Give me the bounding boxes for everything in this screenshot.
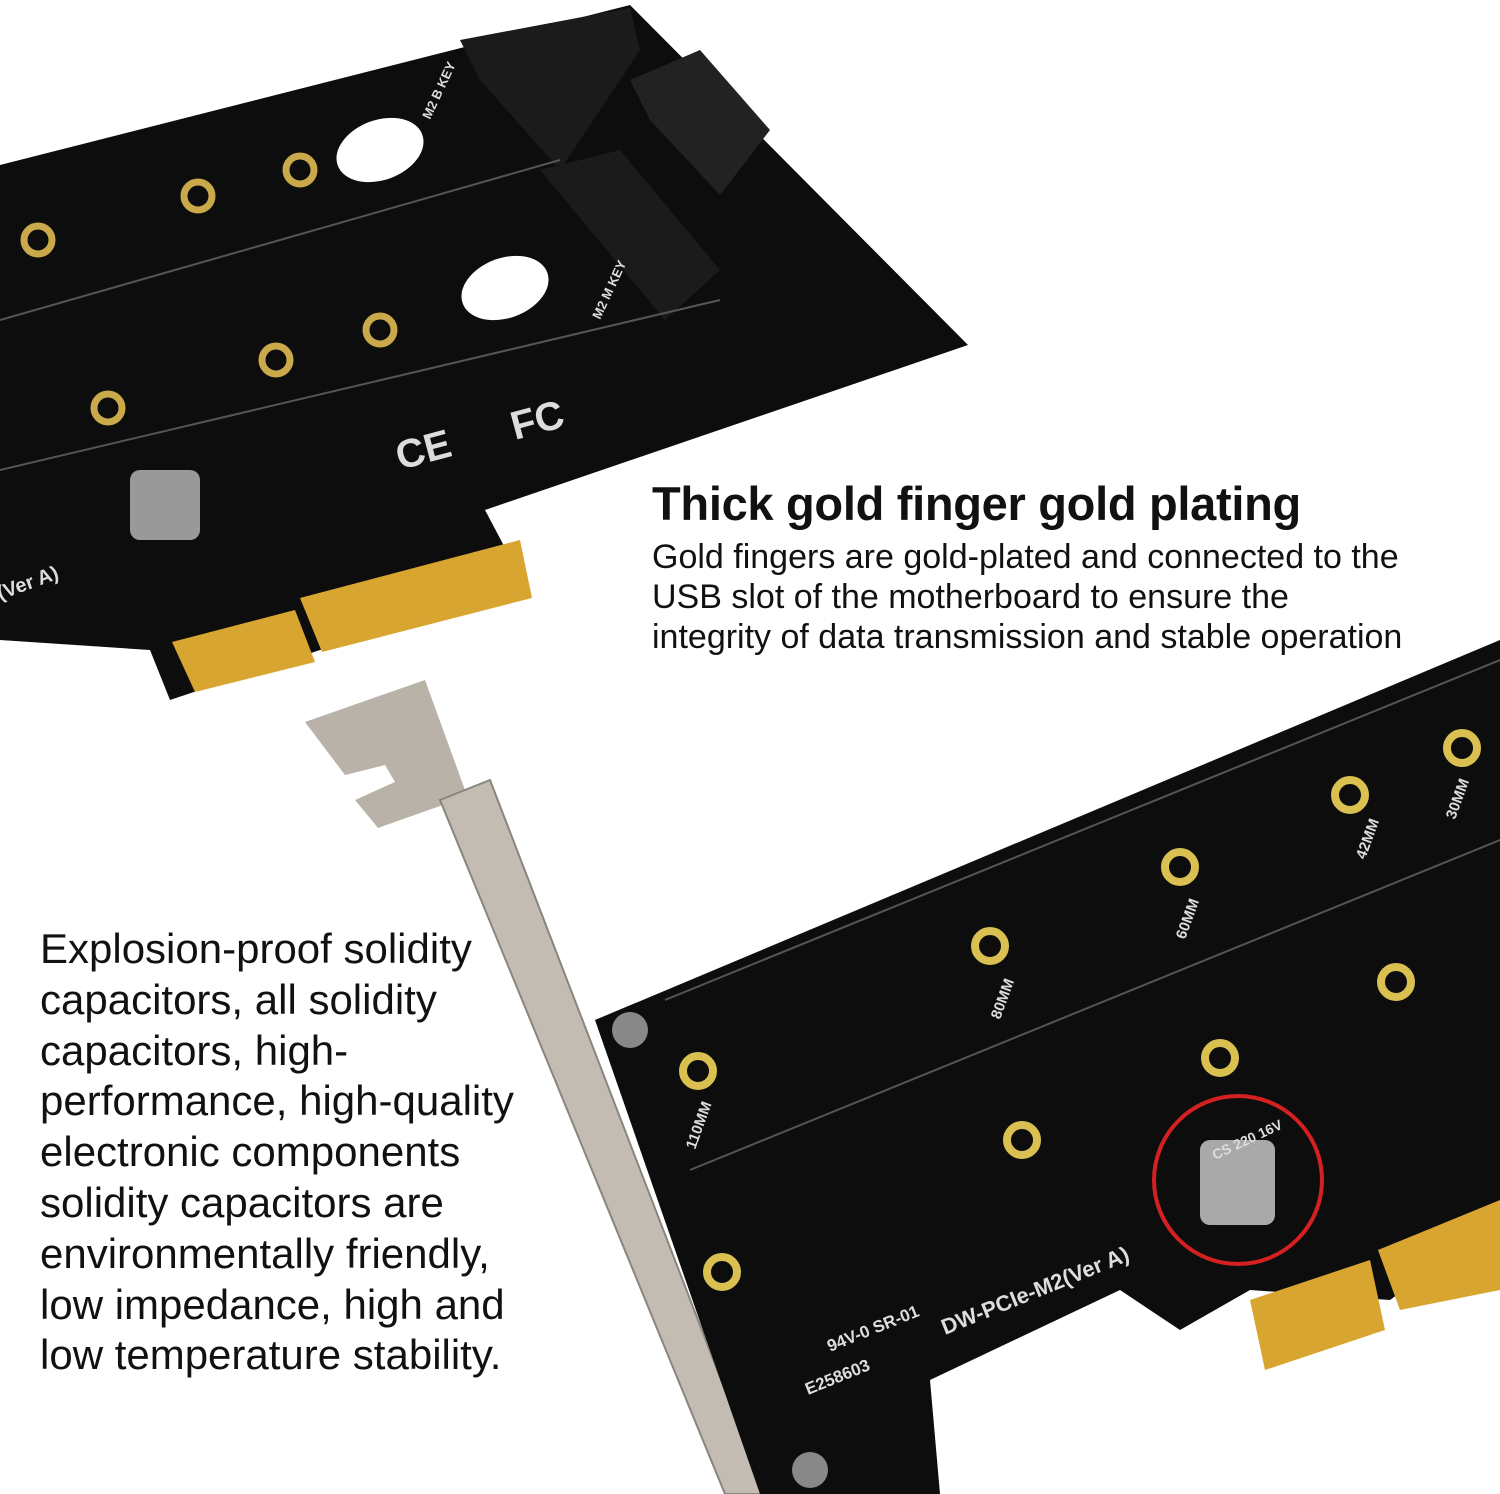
capacitor-description: Explosion-proof solidity capacitors, all… xyxy=(40,925,514,1379)
mounting-hole xyxy=(461,255,549,321)
gold-fingers-large xyxy=(300,540,532,652)
mounting-hole xyxy=(336,117,424,183)
gold-fingers-small xyxy=(172,610,315,692)
capacitor xyxy=(130,470,200,540)
gold-fingers-small xyxy=(1250,1260,1385,1370)
screw xyxy=(792,1452,828,1488)
sata-connector xyxy=(630,50,770,195)
m2-b-key-slot xyxy=(460,8,640,170)
capacitor xyxy=(1200,1140,1275,1225)
top-pcb-board: CE FC (Ver A) M2 B KEY M2 M KEY xyxy=(0,5,968,700)
highlight-circle xyxy=(1152,1094,1324,1266)
bottom-pcb-board: CS 220 16V DW-PCIe-M2(Ver A) 94V-0 SR-01… xyxy=(595,640,1500,1494)
screw xyxy=(612,1012,648,1048)
gold-fingers-large xyxy=(1378,1200,1500,1310)
pci-bracket xyxy=(305,680,767,1494)
gold-finger-heading: Thick gold finger gold plating xyxy=(652,477,1301,530)
gold-finger-description: Gold fingers are gold-plated and connect… xyxy=(652,538,1403,656)
m2-m-key-slot xyxy=(540,150,720,320)
